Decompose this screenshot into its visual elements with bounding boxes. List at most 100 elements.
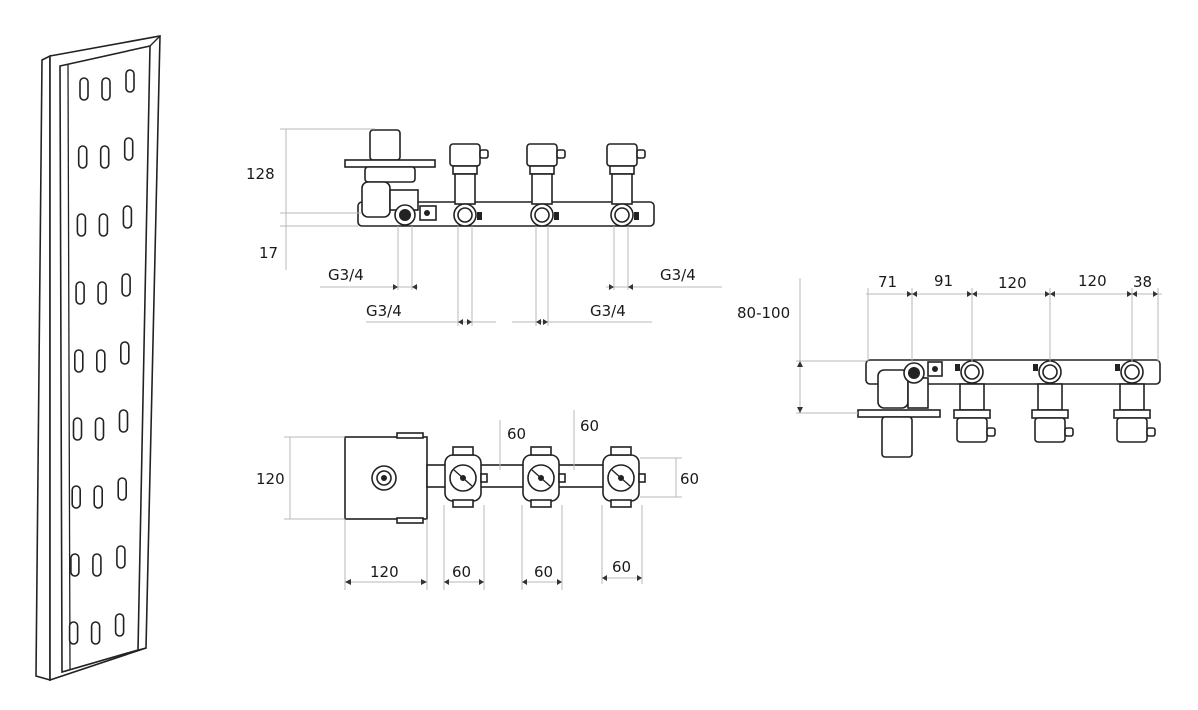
valve-head xyxy=(1034,417,1066,443)
valve-lever xyxy=(1064,427,1074,437)
valve-stem xyxy=(611,173,633,205)
valve-port-inner xyxy=(1042,364,1058,380)
valve-marker xyxy=(634,212,639,220)
rail-slot xyxy=(98,213,109,237)
top-view: 120 120 60 60 60 60 60 xyxy=(256,410,699,590)
dim-spacing-2: 91 xyxy=(934,272,953,290)
valve-head xyxy=(526,143,558,167)
valve-lever xyxy=(638,473,646,483)
valve-lever xyxy=(556,149,566,159)
dim-spacing-3: 120 xyxy=(998,274,1027,292)
rail-slot xyxy=(72,417,83,441)
valve-marker xyxy=(955,364,960,371)
valve-marker xyxy=(477,212,482,220)
valve-collar xyxy=(529,165,555,175)
dim-spacing-5: 38 xyxy=(1133,273,1152,291)
rail-slot xyxy=(116,545,126,569)
rail-slot xyxy=(68,621,79,645)
valve-head xyxy=(449,143,481,167)
rail-slot xyxy=(101,77,111,101)
valve-collar xyxy=(609,165,635,175)
valve-lever xyxy=(1146,427,1156,437)
valve-lever xyxy=(479,149,489,159)
valve-dial-mark xyxy=(531,469,551,487)
valve-lever xyxy=(558,473,566,483)
rail-slot xyxy=(77,145,88,169)
front-view: 128 17 G3/4 G3/4 G3/4 G3/4 xyxy=(246,128,722,326)
valve-collar xyxy=(1113,409,1151,419)
dim-depth: 80-100 xyxy=(737,304,790,322)
dim-thread-lower-right: G3/4 xyxy=(590,302,626,320)
side-view: 80-100 71 91 120 120 38 xyxy=(737,272,1162,458)
front-valves xyxy=(449,143,646,227)
dim-gap-1: 60 xyxy=(507,425,526,443)
dim-spacing-4: 120 xyxy=(1078,272,1107,290)
valve-port-inner xyxy=(1124,364,1140,380)
valve-port-inner xyxy=(614,207,630,223)
valve-stem xyxy=(1037,383,1063,411)
rail-slot xyxy=(117,477,127,501)
dim-thread-upper-right: G3/4 xyxy=(660,266,696,284)
dim-thread-lower-left: G3/4 xyxy=(366,302,402,320)
valve-bottom-port xyxy=(610,499,632,508)
valve-dial-mark xyxy=(453,469,473,487)
dim-valve-width-1: 60 xyxy=(452,563,471,581)
valve-lever xyxy=(986,427,996,437)
top-valves xyxy=(444,446,646,508)
dim-height-128: 128 xyxy=(246,165,275,183)
rail-slot xyxy=(74,349,84,373)
dim-box-width: 120 xyxy=(370,563,399,581)
rail-slot xyxy=(75,281,85,305)
rail-slot xyxy=(79,77,89,101)
valve-lever xyxy=(480,473,488,483)
valve-top-port xyxy=(610,446,632,456)
rail-slot xyxy=(99,145,110,169)
dim-spacing-1: 71 xyxy=(878,273,897,291)
rail-slots xyxy=(68,69,135,645)
dim-valve-width-2: 60 xyxy=(534,563,553,581)
rail-slot xyxy=(125,69,135,93)
valve-port-inner xyxy=(534,207,550,223)
dim-thread-upper-left: G3/4 xyxy=(328,266,364,284)
valve-collar xyxy=(452,165,478,175)
valve-collar xyxy=(953,409,991,419)
rail-slot xyxy=(118,409,129,433)
mounting-rail xyxy=(35,35,161,682)
rail-slot xyxy=(76,213,87,237)
rail-slot xyxy=(121,273,131,297)
valve-marker xyxy=(1115,364,1120,371)
valve-dial-mark xyxy=(611,469,631,487)
rail-slot xyxy=(92,553,102,577)
dim-gap-2: 60 xyxy=(580,417,599,435)
dim-valve-height: 60 xyxy=(680,470,699,488)
rail-slot xyxy=(94,417,105,441)
valve-marker xyxy=(1033,364,1038,371)
valve-bottom-port xyxy=(530,499,552,508)
valve-stem xyxy=(531,173,553,205)
valve-stem xyxy=(454,173,476,205)
valve-top-port xyxy=(452,446,474,456)
rail-slot xyxy=(120,341,130,365)
valve-port-inner xyxy=(457,207,473,223)
valve-stem xyxy=(1119,383,1145,411)
valve-top-port xyxy=(530,446,552,456)
dim-box-height: 120 xyxy=(256,470,285,488)
valve-head xyxy=(1116,417,1148,443)
rail-slot xyxy=(122,205,133,229)
valve-collar xyxy=(1031,409,1069,419)
valve-lever xyxy=(636,149,646,159)
rail-slot xyxy=(96,349,106,373)
valve-stem xyxy=(959,383,985,411)
rail-slot xyxy=(71,485,81,509)
rail-slot xyxy=(114,613,125,637)
dim-valve-width-3: 60 xyxy=(612,558,631,576)
rail-slot xyxy=(123,137,134,161)
rail-slot xyxy=(93,485,103,509)
rail-slot xyxy=(90,621,101,645)
rail-slot xyxy=(97,281,107,305)
valve-head xyxy=(606,143,638,167)
valve-head xyxy=(956,417,988,443)
dim-height-17: 17 xyxy=(259,244,278,262)
valve-marker xyxy=(554,212,559,220)
